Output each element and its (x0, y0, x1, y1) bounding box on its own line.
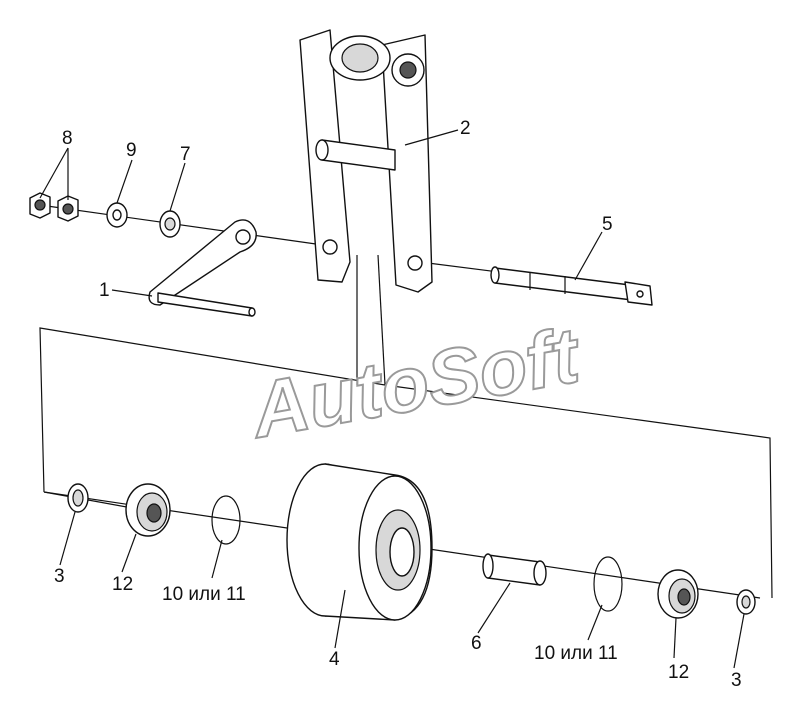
label-part-7: 7 (180, 144, 191, 165)
lever-bracket-part-2 (299, 29, 433, 293)
label-part-1: 1 (99, 280, 110, 301)
label-part-2: 2 (460, 118, 471, 139)
label-part-10-left: 10 или 11 (162, 584, 246, 605)
label-part-4: 4 (329, 649, 340, 670)
label-part-3-right: 3 (731, 670, 742, 691)
callout-labels: 8 9 7 1 2 5 3 12 10 или 11 4 6 10 или 11… (54, 118, 742, 691)
crank-pin-part-1 (148, 219, 257, 317)
nuts-and-washer (29, 192, 181, 238)
label-part-8: 8 (62, 128, 73, 149)
leader-lines (39, 129, 745, 669)
label-part-9: 9 (126, 140, 137, 161)
label-part-12-left: 12 (112, 574, 133, 595)
label-part-5: 5 (602, 214, 613, 235)
label-part-10-right: 10 или 11 (534, 643, 618, 664)
label-part-12-right: 12 (668, 662, 689, 683)
watermark-logo: AutoSoft (243, 310, 587, 455)
axle-pin-part-5 (490, 266, 653, 306)
label-part-3-left: 3 (54, 566, 65, 587)
label-part-6: 6 (471, 633, 482, 654)
roller-assembly (67, 463, 756, 621)
